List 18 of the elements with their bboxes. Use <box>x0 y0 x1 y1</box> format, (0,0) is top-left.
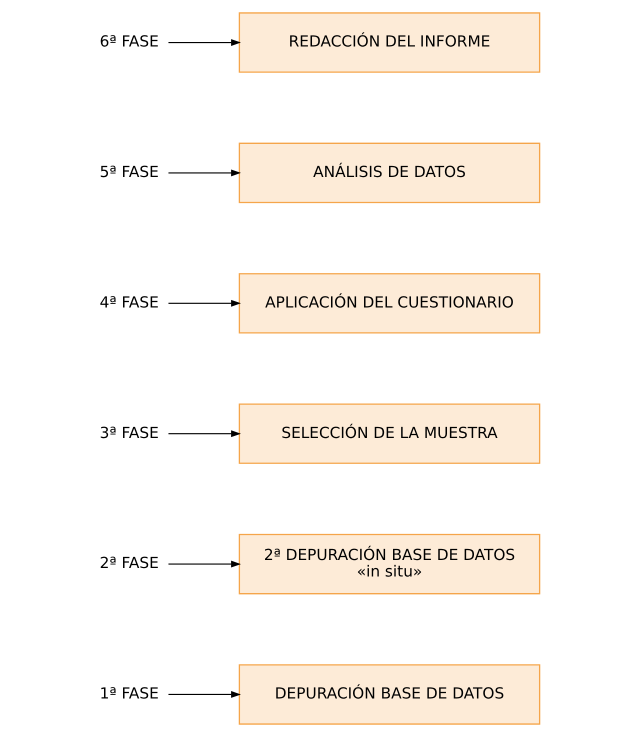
node-text: 4ª FASE <box>100 293 159 312</box>
node-box: ANÁLISIS DE DATOS <box>238 142 540 204</box>
arrow <box>168 39 241 46</box>
arrow <box>168 560 241 568</box>
node-text: 1ª FASE <box>100 684 159 703</box>
node-box: APLICACIÓN DEL CUESTIONARIO <box>238 273 540 334</box>
node-box: REDACCIÓN DEL INFORME <box>238 12 540 73</box>
node-box: SELECCIÓN DE LA MUESTRA <box>238 403 540 464</box>
node-text: 2ª FASE <box>100 554 159 572</box>
node-box: 2ª DEPURACIÓN BASE DE DATOS «in situ» <box>238 534 540 594</box>
arrow <box>168 169 241 176</box>
arrow <box>168 430 241 438</box>
node-box: DEPURACIÓN BASE DE DATOS <box>238 664 540 725</box>
node-text: 5ª FASE <box>100 162 159 181</box>
node-text: 6ª FASE <box>100 32 159 51</box>
node-text: 3ª FASE <box>100 424 159 442</box>
arrow <box>168 691 241 698</box>
arrow <box>168 300 241 307</box>
